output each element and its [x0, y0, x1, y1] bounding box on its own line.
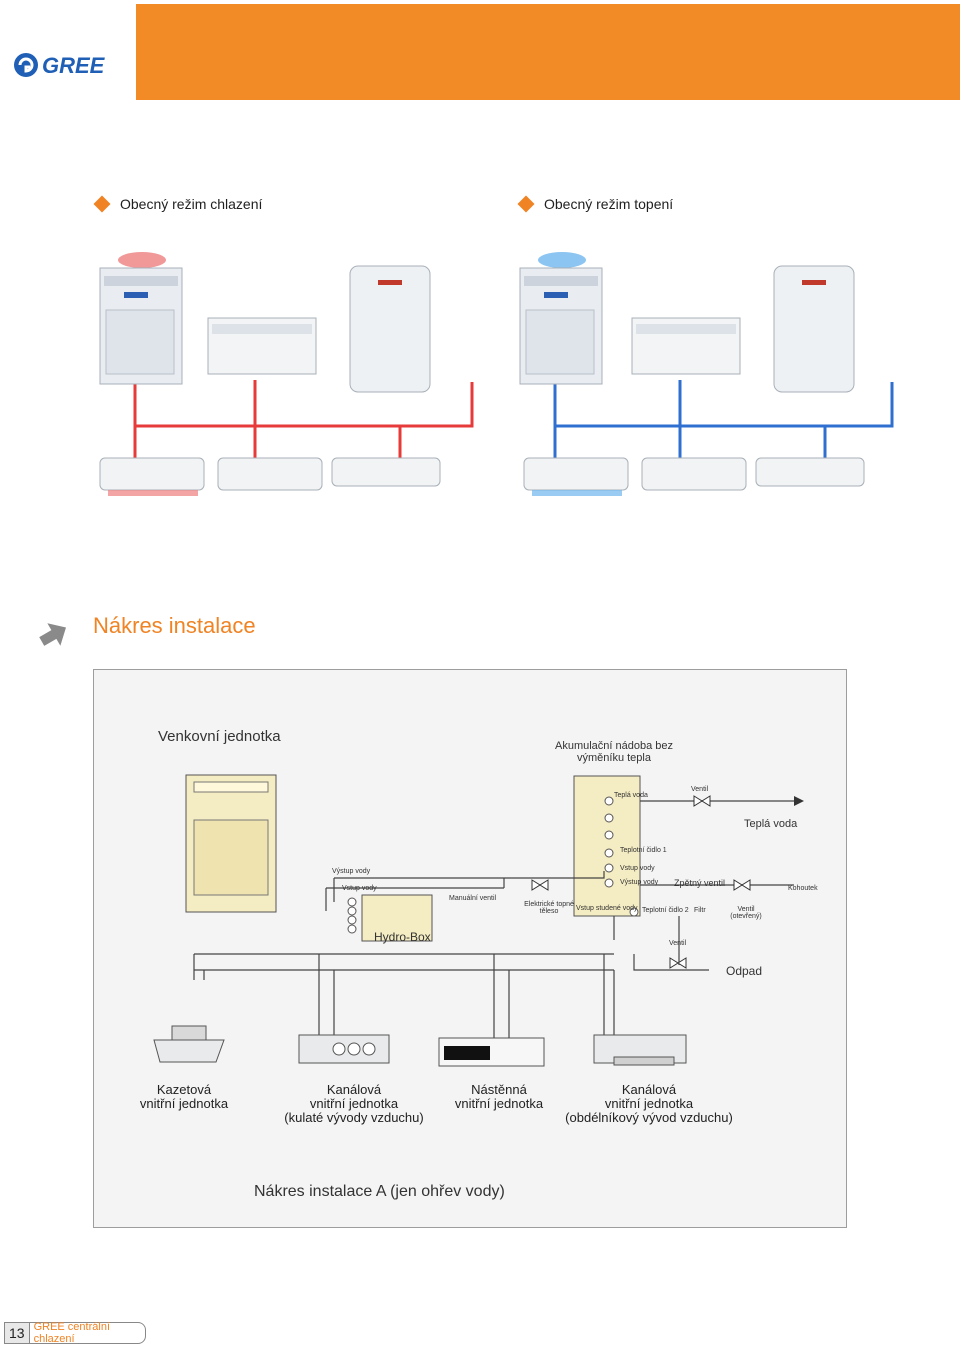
- wall-units-left: [99, 457, 441, 496]
- floor-unit-illustration-right: [631, 317, 741, 375]
- duct-unit-round-icon: [298, 1034, 390, 1064]
- water-out-1-label: Výstup vody: [620, 879, 659, 886]
- water-tank-illustration-right: [773, 265, 855, 393]
- page-number: 13: [5, 1323, 30, 1343]
- heater-label: Elektrické topné těleso: [524, 901, 574, 915]
- cold-water-in-label: Vstup studené vody: [576, 905, 638, 912]
- legend-heating: Obecný režim topení: [517, 195, 674, 213]
- water-in-1-label: Vstup vody: [620, 865, 655, 872]
- filter-label: Filtr: [694, 907, 706, 914]
- hot-water-big-label: Teplá voda: [744, 818, 798, 830]
- temp-sensor-2-label: Teplotní čidlo 2: [642, 907, 689, 914]
- check-valve-label: Zpětný ventil: [674, 878, 726, 888]
- page-footer: 13 GREE centrální chlazení: [4, 1321, 146, 1345]
- wall-unit-icon: [438, 1037, 545, 1067]
- water-in-left-label: Vstup vody: [342, 885, 377, 892]
- diamond-bullet-icon: [93, 195, 111, 213]
- arrow-icon: [39, 623, 66, 646]
- valve-open-label: Ventil (otevřený): [730, 906, 762, 920]
- legend-cooling: Obecný režim chlazení: [93, 195, 263, 213]
- tap-label: Kohoutek: [788, 885, 818, 892]
- duct-unit-rect-icon: [593, 1034, 687, 1066]
- diagram-caption: Nákres instalace A (jen ohřev vody): [254, 1183, 505, 1200]
- valve-top-label: Ventil: [691, 786, 709, 793]
- footer-text: GREE centrální chlazení: [33, 1321, 110, 1345]
- water-tank-illustration-left: [349, 265, 431, 393]
- legend-cooling-label: Obecný režim chlazení: [120, 196, 263, 212]
- gree-logo: GREE: [14, 53, 106, 78]
- water-out-left-label: Výstup vody: [332, 868, 371, 875]
- outdoor-unit-illustration-right: [519, 252, 603, 385]
- installation-diagram: Venkovní jednotka Akumulační nádoba bez …: [93, 669, 847, 1228]
- valve-drain-label: Ventil: [669, 940, 687, 947]
- section-title: Nákres instalace: [93, 613, 256, 638]
- outdoor-unit-label: Venkovní jednotka: [158, 728, 281, 745]
- wall-units-right: [523, 457, 865, 496]
- hydro-box-label: Hydro-Box: [374, 930, 431, 944]
- cassette-unit-icon: [153, 1025, 225, 1063]
- equipment-illustrations: [99, 252, 894, 496]
- outdoor-unit-illustration-left: [99, 252, 183, 385]
- tank-label: Akumulační nádoba bez výměníku tepla: [554, 740, 674, 764]
- diamond-bullet-icon: [517, 195, 535, 213]
- floor-unit-illustration-left: [207, 317, 317, 375]
- logo-text: GREE: [42, 53, 106, 78]
- hydro-box-shape: [361, 894, 433, 942]
- temp-sensor-1-label: Teplotní čidlo 1: [620, 847, 667, 854]
- manual-valve-label: Manuální ventil: [449, 895, 497, 902]
- legend-heating-label: Obecný režim topení: [544, 196, 674, 212]
- diagram-drawing: [153, 774, 804, 1067]
- drain-label: Odpad: [726, 964, 763, 978]
- header-bar: [136, 4, 960, 100]
- hot-water-small-label: Teplá voda: [614, 792, 648, 799]
